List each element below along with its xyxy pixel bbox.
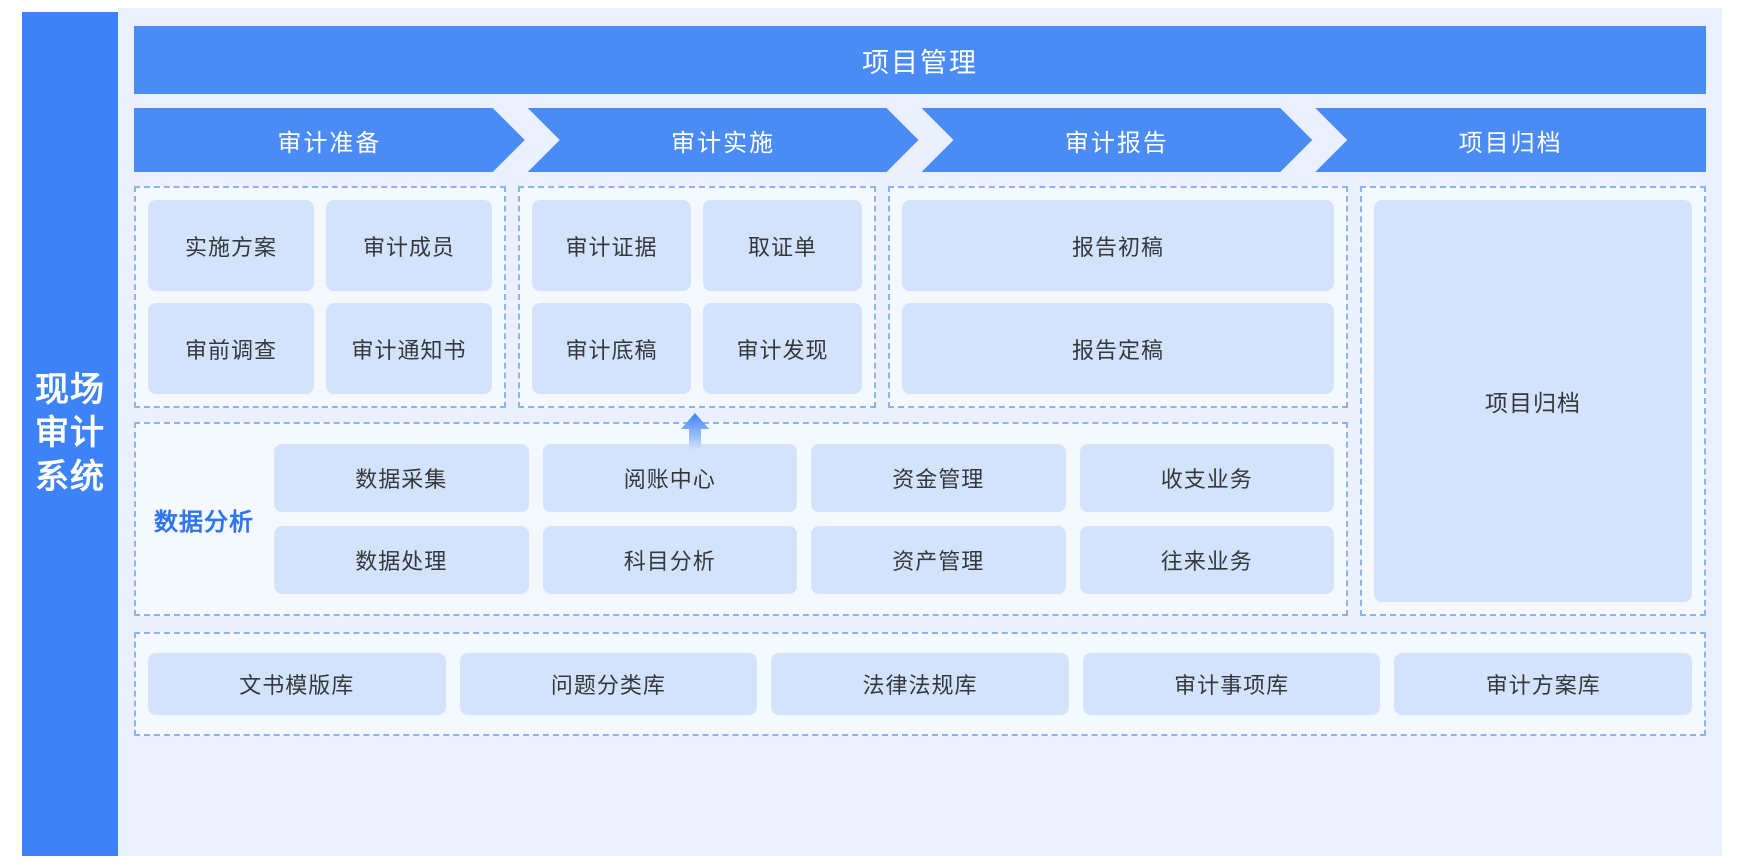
card-label: 文书模版库 — [239, 673, 355, 698]
card-project-archive[interactable]: 项目归档 — [1374, 200, 1692, 602]
implementation-card-grid: 审计证据 取证单 审计底稿 审计发现 — [532, 200, 862, 394]
card-audit-evidence[interactable]: 审计证据 — [532, 200, 691, 291]
group-audit-implementation: 审计证据 取证单 审计底稿 审计发现 — [518, 186, 876, 408]
card-account-analysis[interactable]: 科目分析 — [542, 526, 797, 594]
card-label: 审计事项库 — [1174, 673, 1290, 698]
card-label: 问题分类库 — [550, 673, 666, 698]
left-stack: 实施方案 审计成员 审前调查 审计通知书 审计证据 取证单 审计底稿 审计发现 — [134, 186, 1348, 616]
card-audit-findings[interactable]: 审计发现 — [703, 303, 862, 394]
card-label: 收支业务 — [1160, 467, 1253, 492]
card-label: 审计方案库 — [1485, 673, 1601, 698]
card-label: 数据处理 — [355, 549, 448, 574]
card-implementation-plan[interactable]: 实施方案 — [148, 200, 314, 291]
card-pre-audit-survey[interactable]: 审前调查 — [148, 303, 314, 394]
phase-content-area: 实施方案 审计成员 审前调查 审计通知书 审计证据 取证单 审计底稿 审计发现 — [134, 186, 1706, 616]
phase-audit-implementation[interactable]: 审计实施 — [528, 108, 919, 172]
card-label: 阅账中心 — [623, 467, 716, 492]
brand-title-line-1: 现场 — [35, 370, 105, 409]
brand-title: 现场 审计 系统 — [35, 369, 105, 500]
card-fund-management[interactable]: 资金管理 — [811, 444, 1066, 512]
phase-label: 项目归档 — [1458, 129, 1563, 157]
module-groups-row: 实施方案 审计成员 审前调查 审计通知书 审计证据 取证单 审计底稿 审计发现 — [134, 186, 1348, 408]
phase-label: 审计实施 — [671, 129, 776, 157]
phase-label: 审计报告 — [1064, 129, 1169, 157]
report-card-grid: 报告初稿 报告定稿 — [902, 200, 1334, 394]
card-document-template-library[interactable]: 文书模版库 — [148, 653, 446, 715]
preparation-card-grid: 实施方案 审计成员 审前调查 审计通知书 — [148, 200, 492, 394]
card-label: 审计通知书 — [351, 337, 467, 363]
card-revenue-expenditure[interactable]: 收支业务 — [1079, 444, 1334, 512]
group-knowledge-libraries: 文书模版库 问题分类库 法律法规库 审计事项库 审计方案库 — [134, 632, 1706, 736]
card-label: 项目归档 — [1485, 390, 1581, 416]
card-label: 资金管理 — [892, 467, 985, 492]
phase-bar: 审计准备 审计实施 审计报告 项目归档 — [134, 108, 1706, 172]
card-label: 审计底稿 — [565, 337, 658, 363]
card-label: 报告定稿 — [1071, 337, 1164, 363]
card-asset-management[interactable]: 资产管理 — [811, 526, 1066, 594]
card-label: 往来业务 — [1160, 549, 1253, 574]
card-data-collection[interactable]: 数据采集 — [274, 444, 529, 512]
group-audit-preparation: 实施方案 审计成员 审前调查 审计通知书 — [134, 186, 506, 408]
card-label: 取证单 — [747, 234, 817, 260]
card-ledger-review-center[interactable]: 阅账中心 — [542, 444, 797, 512]
card-label: 法律法规库 — [862, 673, 978, 698]
brand-rail: 现场 审计 系统 — [22, 12, 118, 856]
card-label: 数据采集 — [355, 467, 448, 492]
data-analysis-label: 数据分析 — [154, 508, 254, 536]
card-label: 资产管理 — [892, 549, 985, 574]
upward-arrow-icon — [681, 413, 709, 449]
data-analysis-card-grid: 数据采集 阅账中心 资金管理 收支业务 数据处理 科目分析 资产管理 往来业务 — [274, 444, 1334, 594]
card-current-account-business[interactable]: 往来业务 — [1079, 526, 1334, 594]
card-label: 审前调查 — [184, 337, 277, 363]
group-project-archive: 项目归档 — [1360, 186, 1706, 616]
card-audit-plan-library[interactable]: 审计方案库 — [1394, 653, 1692, 715]
brand-title-line-2: 审计 — [35, 414, 105, 453]
phase-audit-report[interactable]: 审计报告 — [922, 108, 1313, 172]
card-label: 审计发现 — [736, 337, 829, 363]
card-evidence-form[interactable]: 取证单 — [703, 200, 862, 291]
card-laws-regulations-library[interactable]: 法律法规库 — [771, 653, 1069, 715]
card-data-processing[interactable]: 数据处理 — [274, 526, 529, 594]
card-report-final[interactable]: 报告定稿 — [902, 303, 1334, 394]
group-data-analysis: 数据分析 数据采集 阅账中心 资金管理 收支业务 数据处理 科目分析 资产管理 … — [134, 422, 1348, 616]
card-audit-matters-library[interactable]: 审计事项库 — [1082, 653, 1381, 715]
brand-title-line-3: 系统 — [35, 457, 105, 496]
card-label: 实施方案 — [184, 234, 277, 260]
card-label: 科目分析 — [623, 549, 716, 574]
card-audit-working-paper[interactable]: 审计底稿 — [532, 303, 691, 394]
card-label: 审计证据 — [565, 234, 658, 260]
card-issue-category-library[interactable]: 问题分类库 — [459, 653, 758, 715]
group-audit-report: 报告初稿 报告定稿 — [888, 186, 1348, 408]
diagram-canvas: 项目管理 审计准备 审计实施 审计报告 项目归档 — [118, 8, 1722, 856]
card-label: 报告初稿 — [1071, 234, 1164, 260]
phase-project-archive[interactable]: 项目归档 — [1315, 108, 1706, 172]
project-management-band[interactable]: 项目管理 — [134, 26, 1706, 94]
phase-audit-preparation[interactable]: 审计准备 — [134, 108, 525, 172]
card-label: 审计成员 — [362, 234, 455, 260]
project-management-label: 项目管理 — [862, 47, 978, 78]
phase-label: 审计准备 — [277, 129, 382, 157]
card-audit-notice[interactable]: 审计通知书 — [326, 303, 492, 394]
card-report-draft[interactable]: 报告初稿 — [902, 200, 1334, 291]
card-audit-members[interactable]: 审计成员 — [326, 200, 492, 291]
